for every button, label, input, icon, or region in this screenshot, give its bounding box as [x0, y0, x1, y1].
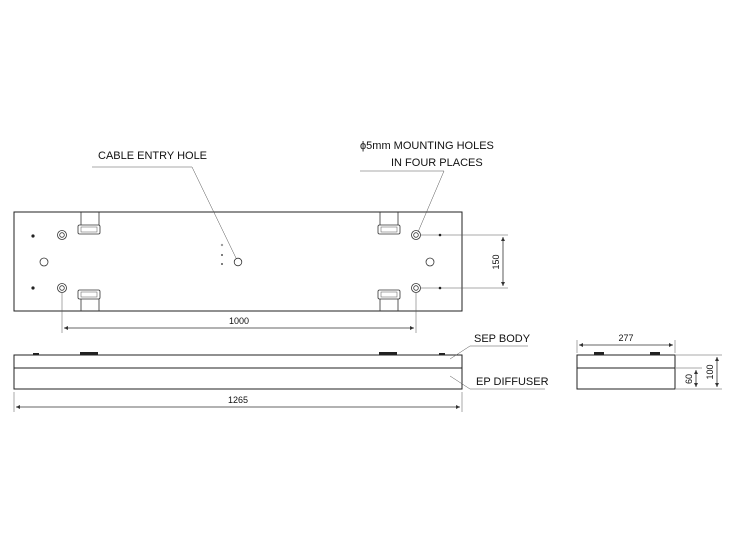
side-view-clip: [379, 352, 397, 355]
mounting-holes-leader: [360, 170, 445, 233]
center-dot: [221, 254, 223, 256]
dimension-1000: 1000: [61, 293, 417, 333]
mounting-holes-label-line1: ϕ5mm MOUNTING HOLES: [360, 140, 494, 152]
side-hole: [39, 257, 49, 267]
left-marker-dot: [31, 234, 35, 238]
end-view: 277 60 100: [576, 333, 722, 390]
end-view-diffuser: [576, 367, 676, 390]
dimension-277-text: 277: [618, 333, 633, 343]
dimension-100-text: 100: [705, 364, 715, 379]
side-view: SEP BODY EP DIFFUSER 1265: [13, 333, 549, 412]
ep-diffuser-label: EP DIFFUSER: [476, 376, 549, 388]
mounting-clip: [377, 212, 401, 235]
top-view-outline: [13, 211, 463, 312]
dimension-150-text: 150: [491, 254, 501, 269]
cable-entry-leader: [92, 166, 237, 259]
side-view-clip: [80, 352, 98, 355]
side-view-sep-body: [13, 354, 463, 369]
mounting-hole: [411, 283, 421, 293]
sep-body-leader: [449, 345, 528, 360]
dimension-1265: 1265: [13, 392, 463, 412]
end-view-clip: [650, 352, 660, 355]
sep-body-label: SEP BODY: [474, 333, 531, 345]
side-view-ep-diffuser: [13, 367, 463, 390]
mounting-hole: [57, 283, 67, 293]
dimension-60: 60: [676, 367, 722, 390]
side-hole: [425, 257, 435, 267]
cable-entry-label: CABLE ENTRY HOLE: [98, 150, 207, 162]
top-view: CABLE ENTRY HOLE ϕ5mm MOUNTING HOLES IN …: [13, 140, 508, 333]
center-dot: [220, 243, 224, 247]
side-view-tab: [439, 353, 445, 355]
ep-diffuser-leader: [449, 375, 545, 390]
center-dot: [221, 263, 223, 265]
dimension-100: 100: [676, 354, 722, 387]
cable-entry-hole: [233, 257, 243, 267]
mounting-clip: [377, 289, 401, 311]
dimension-277: 277: [576, 333, 676, 353]
dimension-1000-text: 1000: [229, 316, 249, 326]
mounting-holes-label-line2: IN FOUR PLACES: [391, 157, 483, 169]
end-view-clip: [594, 352, 604, 355]
mounting-hole: [57, 230, 67, 240]
dimension-1265-text: 1265: [228, 395, 248, 405]
dimension-60-text: 60: [684, 374, 694, 384]
left-marker-dot: [31, 286, 35, 290]
mounting-clip: [77, 289, 101, 311]
mounting-clip: [77, 212, 101, 235]
end-view-body: [576, 354, 676, 369]
dimension-150: 150: [421, 233, 508, 290]
mounting-hole: [411, 230, 421, 240]
side-view-tab: [33, 353, 39, 355]
